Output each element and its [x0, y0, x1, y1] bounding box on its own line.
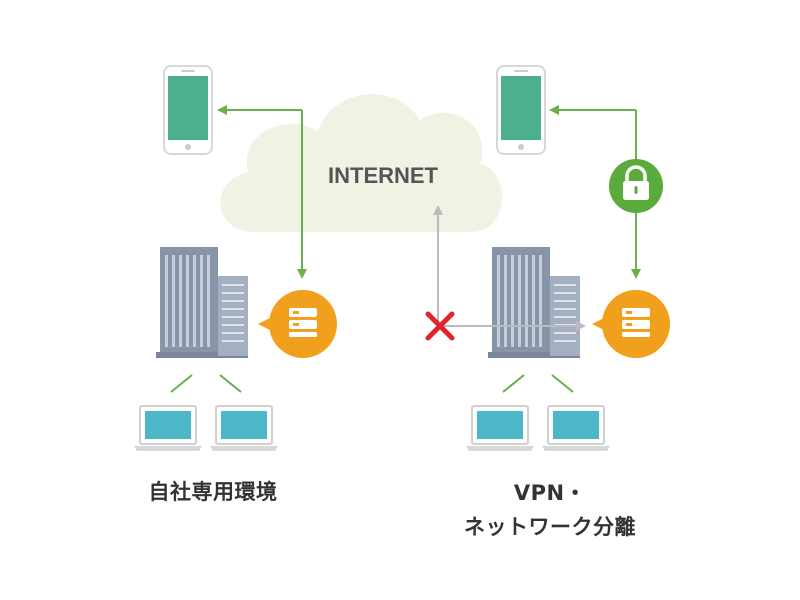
right-environment-caption: VPN・ ネットワーク分離: [420, 476, 680, 544]
building-icon-left: [156, 247, 248, 358]
laptop-icon-right-1: [466, 405, 534, 451]
right-caption-line-1: VPN・: [513, 481, 587, 505]
laptop-icon-left-1: [134, 405, 202, 451]
server-icon-right: [592, 290, 670, 358]
server-icon-left: [258, 290, 337, 358]
lock-icon: [609, 159, 663, 213]
left-lan-lines: [170, 374, 242, 393]
laptop-icon-left-2: [210, 405, 278, 451]
internet-cloud: INTERNET: [220, 94, 503, 232]
blocked-path-arrow: [433, 205, 586, 331]
smartphone-icon-left: [163, 65, 213, 155]
smartphone-icon-right: [496, 65, 546, 155]
internet-label: INTERNET: [328, 163, 439, 188]
blocked-cross-icon: [425, 311, 455, 341]
right-lan-lines: [502, 374, 574, 393]
left-connection-arrow: [217, 105, 307, 279]
right-caption-line-2: ネットワーク分離: [464, 515, 636, 539]
left-environment-caption: 自社専用環境: [148, 480, 278, 504]
laptop-icon-right-2: [542, 405, 610, 451]
building-icon-right: [488, 247, 580, 358]
